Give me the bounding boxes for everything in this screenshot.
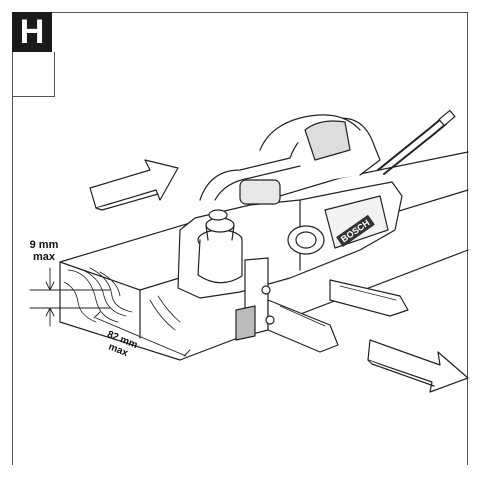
figure-frame bbox=[12, 12, 468, 465]
figure-letter-badge: H bbox=[12, 12, 52, 52]
feed-arrow-upper bbox=[89, 159, 179, 211]
planer-body bbox=[177, 114, 403, 299]
parallel-guide bbox=[235, 257, 409, 353]
depth-dimension bbox=[29, 267, 111, 327]
depth-value: 9 mm bbox=[29, 239, 59, 251]
badge-divider bbox=[12, 52, 55, 97]
depth-suffix: max bbox=[32, 251, 56, 263]
figure-letter: H bbox=[19, 13, 45, 51]
feed-arrow-lower bbox=[367, 339, 469, 393]
width-dimension bbox=[93, 311, 191, 357]
power-cord bbox=[377, 109, 456, 175]
depth-label: 9 mm max bbox=[24, 239, 64, 263]
